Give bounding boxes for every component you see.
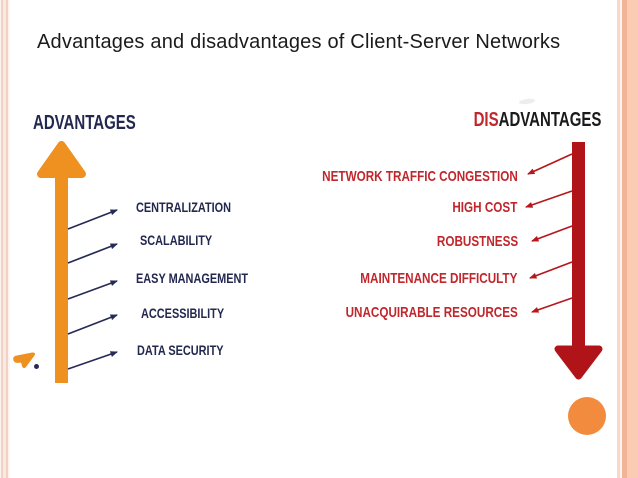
advantage-label-data-security: DATA SECURITY (137, 342, 224, 358)
advantage-label-centralization: CENTRALIZATION (136, 199, 232, 215)
connector-arrow-robustness (531, 225, 573, 242)
disadvantage-label-high-cost: HIGH COST (451, 199, 517, 216)
advantage-connectors (67, 209, 118, 370)
orange-arrow-logo-mark-icon (13, 352, 36, 369)
connector-arrow-network-traffic (527, 153, 573, 175)
disadvantage-label-robustness: ROBUSTNESS (436, 233, 518, 250)
connector-arrow-data-security (67, 351, 118, 370)
connector-arrow-unacquirable (531, 297, 573, 313)
advantage-label-easy-management: EASY MANAGEMENT (136, 270, 249, 286)
connector-arrow-easy-management (67, 280, 118, 300)
navy-dot-icon (34, 364, 39, 369)
left-border-stripe (0, 0, 10, 478)
disadvantages-header-prefix: DIS (473, 109, 499, 131)
orange-up-arrow-icon (37, 141, 86, 383)
disadvantage-label-maintenance: MAINTENANCE DIFFICULTY (359, 270, 517, 287)
orange-circle-decoration (568, 397, 606, 435)
disadvantage-connectors (525, 153, 573, 313)
connector-arrow-high-cost (525, 190, 573, 208)
connector-arrow-scalability (67, 243, 118, 264)
disadvantage-label-network-traffic: NETWORK TRAFFIC CONGESTION (322, 168, 518, 185)
connector-arrow-accessibility (67, 314, 118, 335)
disadvantages-header-rest: ADVANTAGES (498, 109, 601, 131)
red-down-arrow-icon (554, 142, 603, 380)
connector-arrow-maintenance (529, 261, 573, 279)
advantage-label-accessibility: ACCESSIBILITY (141, 305, 225, 321)
advantages-header-text: ADVANTAGES (33, 112, 136, 134)
disadvantage-label-unacquirable: UNACQUIRABLE RESOURCES (345, 304, 518, 321)
advantages-header: ADVANTAGES (33, 112, 170, 135)
right-border-stripe (616, 0, 638, 478)
disadvantages-header: DISADVANTAGES (431, 109, 601, 132)
slide-title: Advantages and disadvantages of Client-S… (37, 31, 561, 53)
connector-arrow-centralization (67, 209, 118, 230)
advantage-label-scalability: SCALABILITY (140, 232, 213, 248)
